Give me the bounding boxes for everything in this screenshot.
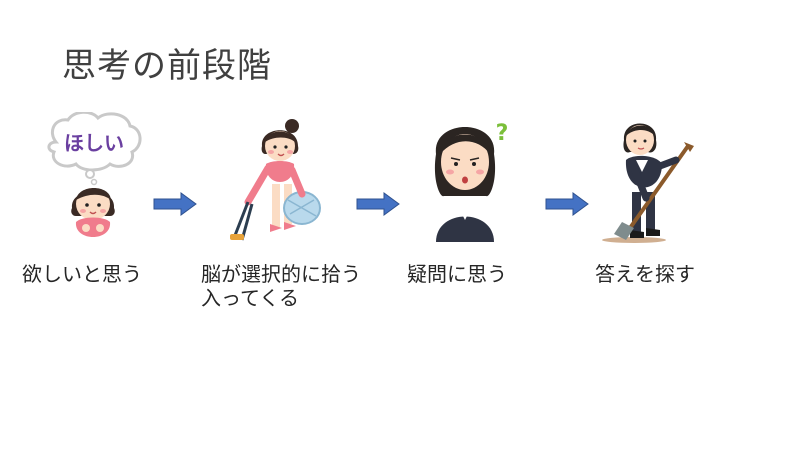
- step-caption: 欲しいと思う: [22, 262, 142, 286]
- woman-digging-icon: [602, 123, 694, 243]
- slide-title: 思考の前段階: [62, 46, 272, 86]
- step-caption: 答えを探す: [595, 262, 695, 286]
- girl-wanting-icon: ほしい: [47, 112, 142, 237]
- speech-bubble: ほしい: [47, 112, 142, 186]
- step-caption: 脳が選択的に拾う 入ってくる: [201, 262, 361, 310]
- arrow-right-icon: [153, 192, 197, 216]
- girl-picking-trash-icon: [230, 119, 321, 241]
- arrow-right-icon: [356, 192, 400, 216]
- bubble-text: ほしい: [64, 131, 124, 155]
- arrow-right-icon: [545, 192, 589, 216]
- woman-questioning-icon: ?: [434, 121, 509, 242]
- step-caption: 疑問に思う: [407, 262, 507, 286]
- question-mark-badge: ?: [496, 121, 509, 146]
